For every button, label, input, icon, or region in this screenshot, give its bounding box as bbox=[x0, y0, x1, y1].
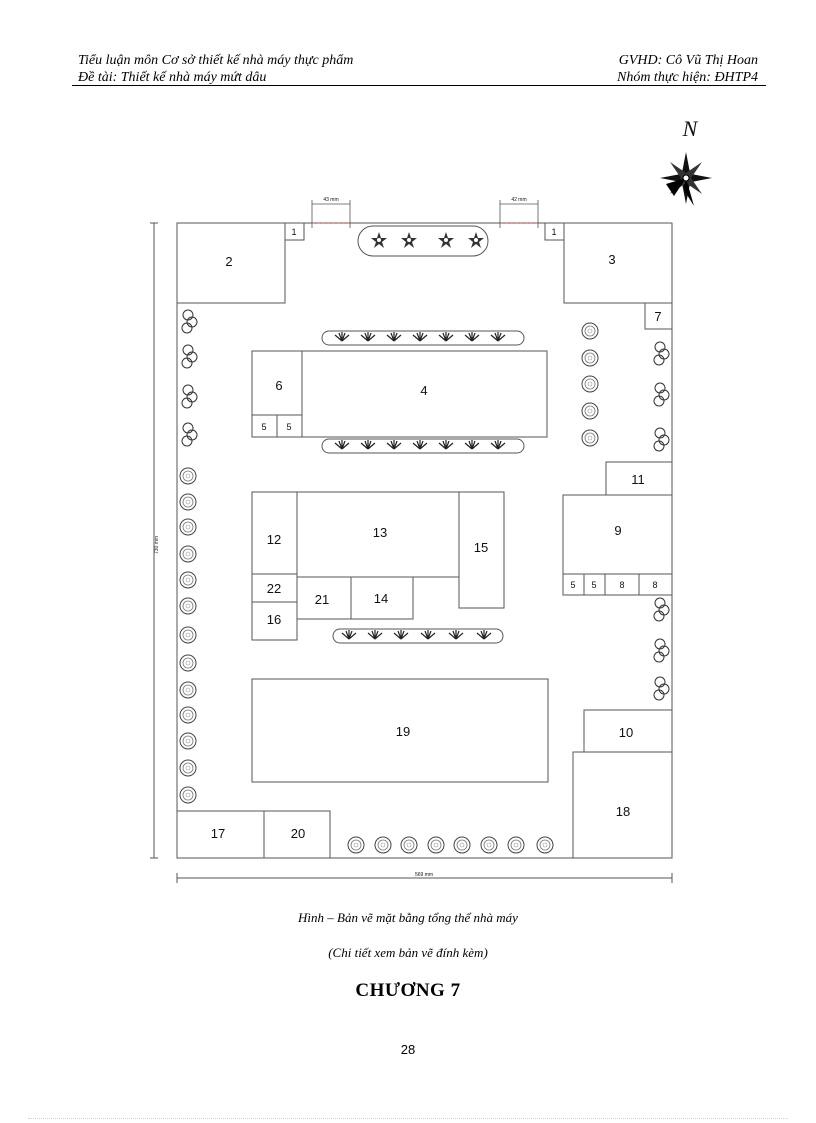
building-1-right: 1 bbox=[551, 227, 556, 237]
building-10: 10 bbox=[619, 725, 633, 740]
chapter-heading: CHƯƠNG 7 bbox=[355, 980, 461, 1001]
course-title: Tiểu luận môn Cơ sở thiết kế nhà máy thự… bbox=[78, 53, 354, 68]
building-7: 7 bbox=[654, 309, 661, 324]
building-22: 22 bbox=[267, 581, 281, 596]
header-right: GVHD: Cô Vũ Thị Hoan Nhóm thực hiện: ĐHT… bbox=[617, 52, 758, 86]
building-8-b: 8 bbox=[652, 580, 657, 590]
building-16: 16 bbox=[267, 612, 281, 627]
gate-right-dimension: 42 mm bbox=[511, 197, 526, 203]
building-8-a: 8 bbox=[619, 580, 624, 590]
building-19: 19 bbox=[396, 724, 410, 739]
building-21: 21 bbox=[315, 592, 329, 607]
gate-left-dimension: 43 mm bbox=[323, 197, 338, 203]
building-3: 3 bbox=[608, 252, 615, 267]
width-dimension-label: 569 mm bbox=[415, 872, 433, 878]
building-6: 6 bbox=[275, 378, 282, 393]
building-11: 11 bbox=[631, 472, 645, 487]
supervisor: GVHD: Cô Vũ Thị Hoan bbox=[618, 53, 758, 68]
page-bottom-rule bbox=[28, 1118, 788, 1119]
topic-title: Đề tài: Thiết kế nhà máy mứt dâu bbox=[78, 70, 267, 85]
site-plan: 730 mm 569 mm 43 mm 42 mm N 2 1 1 3 7 bbox=[150, 116, 712, 883]
building-2: 2 bbox=[225, 254, 232, 269]
building-4: 4 bbox=[420, 383, 427, 398]
building-17: 17 bbox=[211, 826, 225, 841]
height-dimension-label: 730 mm bbox=[154, 536, 160, 554]
compass-north-label: N bbox=[682, 116, 699, 141]
header-rule bbox=[72, 85, 766, 86]
page-number: 28 bbox=[400, 1042, 416, 1057]
figure-caption: Hình – Bản vẽ mặt bằng tổng thể nhà máy bbox=[298, 910, 518, 925]
building-9: 9 bbox=[614, 523, 621, 538]
building-13: 13 bbox=[373, 525, 387, 540]
building-5-b: 5 bbox=[286, 422, 291, 432]
compass-icon bbox=[660, 152, 712, 206]
building-5-a: 5 bbox=[261, 422, 266, 432]
building-5-d: 5 bbox=[591, 580, 596, 590]
group-name: Nhóm thực hiện: ĐHTP4 bbox=[616, 70, 758, 85]
figure-note: (Chi tiết xem bản vẽ đính kèm) bbox=[328, 945, 488, 960]
building-1-left: 1 bbox=[291, 227, 296, 237]
building-18: 18 bbox=[616, 804, 630, 819]
building-15: 15 bbox=[474, 540, 488, 555]
header-left: Tiểu luận môn Cơ sở thiết kế nhà máy thự… bbox=[78, 52, 353, 86]
building-5-c: 5 bbox=[570, 580, 575, 590]
building-14: 14 bbox=[374, 591, 388, 606]
building-20: 20 bbox=[291, 826, 305, 841]
building-12: 12 bbox=[267, 532, 281, 547]
